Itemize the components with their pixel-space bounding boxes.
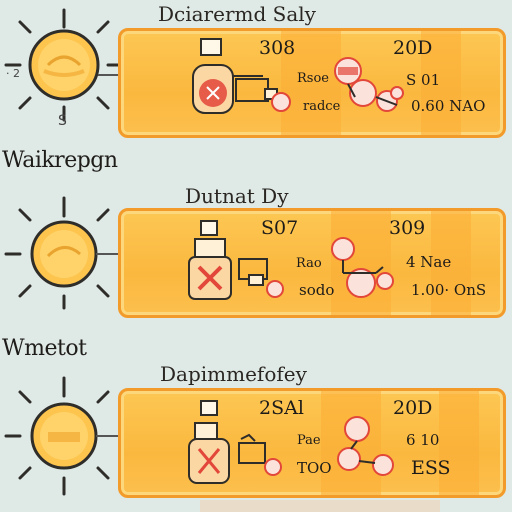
row-3-bot-left: TOO	[297, 459, 332, 477]
panel-deco	[321, 391, 381, 495]
row-3-panel: 2SAl 20D Pae 6 10 TOO ESS	[118, 388, 506, 498]
row-3-mid-right: 6 10	[406, 431, 440, 449]
row-2-side-label: Wmetot	[2, 336, 87, 361]
sun-icon	[0, 196, 120, 326]
panel-deco	[281, 31, 341, 135]
row-3-top-left-value: 2SAl	[259, 397, 304, 419]
sun-icon: · 2 S	[0, 5, 120, 135]
panel-deco	[421, 31, 461, 135]
row-2-bot-left: sodo	[299, 281, 335, 299]
sun-mark: · 2	[6, 67, 20, 80]
row-2-mid-right: 4 Nae	[406, 253, 452, 271]
row-3-heading: Dapimmefofey	[160, 362, 307, 386]
row-2-heading: Dutnat Dy	[185, 184, 289, 208]
row-2-top-right-value: 309	[389, 217, 426, 239]
row-2-mid-left: Rao	[296, 256, 322, 271]
panel-deco	[439, 391, 479, 495]
row-1-top-right-value: 20D	[393, 37, 433, 59]
row-1-bot-left: radce	[303, 99, 341, 114]
row-1-top-left-value: 308	[259, 37, 296, 59]
row-2-top-left-value: S07	[261, 217, 299, 239]
row-3-top-right-value: 20D	[393, 397, 433, 419]
bottom-strip	[200, 500, 440, 512]
row-2-panel: S07 309 Rao 4 Nae sodo 1.00· OnS	[118, 208, 506, 318]
row-1-heading: Dciarermd Saly	[158, 2, 316, 26]
panel-deco	[431, 211, 471, 315]
row-1-side-label: Waikrepgn	[2, 148, 118, 173]
row-1-mid-right: S 01	[406, 71, 441, 89]
row-2-bot-right: 1.00· OnS	[411, 281, 487, 299]
row-1-bot-right: 0.60 NAO	[411, 97, 486, 115]
row-3-bot-right: ESS	[411, 457, 451, 479]
row-3-mid-left: Pae	[297, 433, 321, 448]
sun-icon	[0, 376, 120, 506]
row-1-panel: 308 20D Rsoe S 01 radce 0.60 NAO	[118, 28, 506, 138]
sun-mark-2: S	[58, 113, 67, 129]
row-1-mid-left: Rsoe	[297, 71, 329, 86]
